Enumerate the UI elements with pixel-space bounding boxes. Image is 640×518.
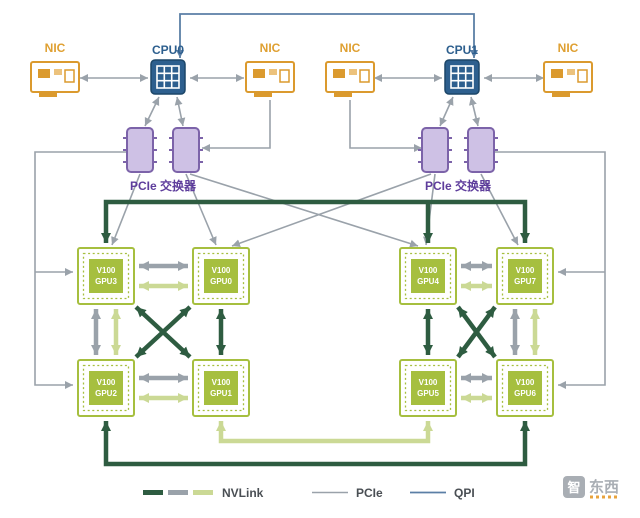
cpu1-label: CPU1 [446, 43, 478, 57]
nic-label: NIC [558, 41, 579, 55]
pcie-link-cpu0-switch-b [174, 96, 186, 127]
pcie-switch-b [169, 127, 203, 173]
pcie-link-cpu1-switch-d [468, 96, 481, 127]
legend-nvlink-dark-swatch [143, 490, 163, 495]
gpu-chip-gpu2: V100 GPU2 [77, 359, 135, 417]
nic-label: NIC [340, 41, 361, 55]
gpu-model: V100 [97, 378, 116, 387]
pcie-link-cpu0-switch-a [144, 96, 160, 127]
nvlink-gpu0-gpu2-diagonal [134, 305, 192, 359]
gpu-name: GPU0 [210, 277, 232, 286]
watermark-logo-box [563, 476, 585, 498]
cpu-icon [444, 59, 480, 95]
gpu-model: V100 [516, 378, 535, 387]
cpu1-chip: CPU1 [444, 43, 480, 95]
nic-card-4: NIC [543, 41, 593, 97]
pcie-link-nic3-switch-c [349, 100, 422, 152]
qpi-link-cpu0-cpu1 [176, 13, 478, 58]
pcie-link-cpu1-switch-c [439, 96, 454, 127]
nic-icon [245, 61, 295, 97]
gpu-name: GPU5 [417, 389, 439, 398]
gpu-name: GPU4 [417, 277, 439, 286]
pcie-cross-right-to-left [231, 173, 432, 248]
watermark-dots [590, 495, 617, 499]
gpu-model: V100 [212, 266, 231, 275]
pcie-switch-a [123, 127, 157, 173]
gpu-name: GPU6 [514, 389, 536, 398]
nvlink-bottom-bus-light [216, 421, 433, 444]
legend-qpi-label: QPI [454, 486, 475, 500]
nic-label: NIC [45, 41, 66, 55]
watermark-logo-char: 智 [567, 480, 580, 495]
gpu-chip-gpu3: V100 GPU3 [77, 247, 135, 305]
nic-card-3: NIC [325, 41, 375, 97]
gpu-name: GPU3 [95, 277, 117, 286]
gpu-chip-gpu1: V100 GPU1 [192, 359, 250, 417]
gpu-name: GPU2 [95, 389, 117, 398]
nvlink-top-bus-dark [101, 199, 530, 243]
legend-nvlink-label: NVLink [222, 486, 264, 500]
nic-card-1: NIC [30, 41, 80, 97]
pcie-bus-right [494, 151, 606, 389]
nic-icon [30, 61, 80, 97]
pcie-cross-left-to-right [189, 173, 419, 248]
gpu-model: V100 [516, 266, 535, 275]
gpu-chip-gpu4: V100 GPU4 [399, 247, 457, 305]
nvlink-gpu7-gpu5-diagonal [456, 305, 497, 359]
gpu-chip-gpu7: V100 GPU7 [496, 247, 554, 305]
pcie-switch-left-label: PCIe 交换器 [130, 178, 197, 193]
pcie-switch-right-label: PCIe 交换器 [425, 178, 492, 193]
nic-icon [325, 61, 375, 97]
gpu-chip-gpu6: V100 GPU6 [496, 359, 554, 417]
gpu-name: GPU7 [514, 277, 536, 286]
pcie-link-nic2-switch-b [202, 100, 271, 152]
gpu-model: V100 [419, 378, 438, 387]
cpu-icon [150, 59, 186, 95]
legend-nvlink-light-swatch [193, 490, 213, 495]
gpu-model: V100 [419, 266, 438, 275]
gpu-chip-gpu0: V100 GPU0 [192, 247, 250, 305]
gpu-chip-gpu5: V100 GPU5 [399, 359, 457, 417]
gpu-model: V100 [97, 266, 116, 275]
nic-card-2: NIC [245, 41, 295, 97]
legend: NVLink PCIe QPI [143, 486, 475, 500]
watermark: 智 东西 [563, 476, 619, 499]
pcie-switch-c [418, 127, 452, 173]
gpu-model: V100 [212, 378, 231, 387]
nvlink-bottom-bus-dark [101, 421, 530, 467]
pcie-bus-left [34, 151, 127, 389]
legend-nvlink-gray-swatch [168, 490, 188, 495]
nic-label: NIC [260, 41, 281, 55]
gpu-name: GPU1 [210, 389, 232, 398]
watermark-text: 东西 [589, 478, 619, 496]
cpu0-label: CPU0 [152, 43, 184, 57]
cpu0-chip: CPU0 [150, 43, 186, 95]
nic-icon [543, 61, 593, 97]
legend-pcie-label: PCIe [356, 486, 383, 500]
pcie-switch-d [464, 127, 498, 173]
